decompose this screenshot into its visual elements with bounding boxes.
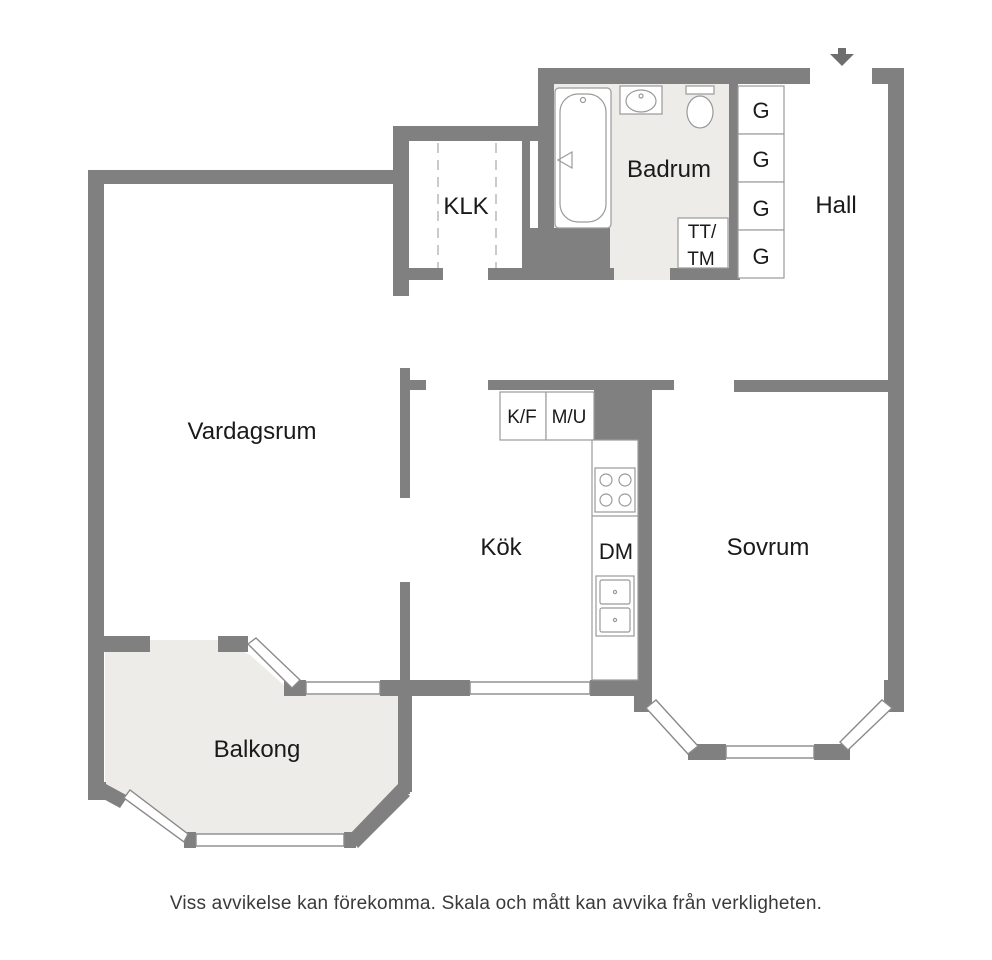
label-hall: Hall bbox=[815, 192, 856, 219]
label-wardrobe-1: G bbox=[752, 98, 769, 123]
bathtub bbox=[554, 87, 612, 229]
label-tt: TT/ bbox=[688, 222, 717, 243]
walls bbox=[88, 68, 904, 848]
disclaimer-text: Viss avvikelse kan förekomma. Skala och … bbox=[169, 893, 823, 914]
label-klk: KLK bbox=[443, 193, 488, 220]
label-dm: DM bbox=[599, 539, 633, 564]
tt-tm-box bbox=[677, 217, 729, 269]
label-wardrobe-3: G bbox=[752, 196, 769, 221]
label-tm: TM bbox=[687, 249, 714, 270]
label-mu: M/U bbox=[552, 407, 587, 428]
label-sovrum: Sovrum bbox=[727, 534, 810, 561]
label-kf: K/F bbox=[507, 407, 537, 428]
label-wardrobe-2: G bbox=[752, 147, 769, 172]
balkong-floor bbox=[105, 640, 398, 835]
kitchen-counter bbox=[591, 439, 639, 681]
label-kok: Kök bbox=[480, 534, 522, 561]
toilet bbox=[685, 85, 715, 129]
sink bbox=[619, 85, 663, 115]
entrance-arrow-icon bbox=[830, 54, 854, 66]
windows bbox=[123, 637, 894, 847]
label-wardrobe-4: G bbox=[752, 244, 769, 269]
klk-shelves bbox=[437, 143, 497, 268]
wardrobe bbox=[737, 85, 785, 279]
label-badrum: Badrum bbox=[627, 156, 711, 183]
label-balkong: Balkong bbox=[214, 736, 301, 763]
kitchen-appliance-units bbox=[499, 391, 595, 441]
label-vardagsrum: Vardagsrum bbox=[188, 418, 317, 445]
